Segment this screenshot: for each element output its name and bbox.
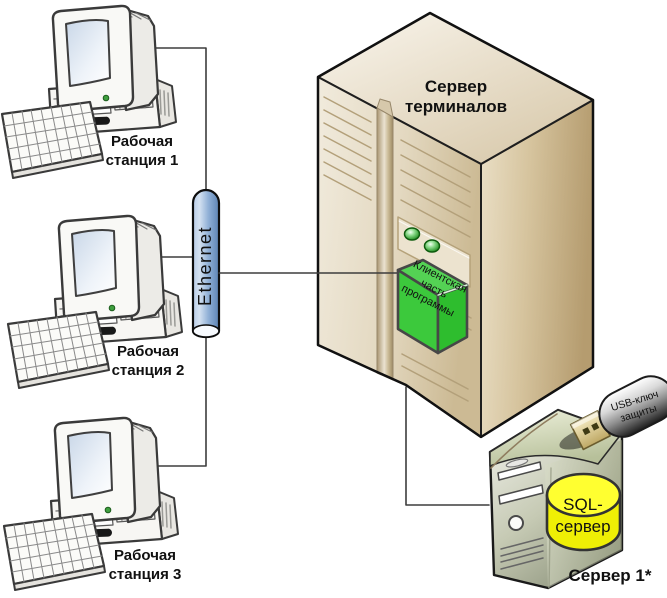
connector-ws3-ethernet — [154, 336, 207, 467]
tower-vents-left — [323, 96, 372, 201]
groove — [376, 107, 394, 381]
terminal-server-label-line1: Сервер — [425, 77, 487, 96]
connector-ws1-ethernet — [149, 47, 207, 190]
workstation-2-label-line2: станция 2 — [112, 362, 185, 379]
terminal-server-label-line2: терминалов — [405, 97, 507, 116]
workstation-1-label-line1: Рабочая — [111, 133, 173, 150]
ethernet-label: Ethernet — [195, 226, 215, 306]
connector-lines — [149, 47, 490, 506]
workstation-1-label-line2: станция 1 — [106, 152, 179, 169]
usb-key-icon: USB-ключ защиты — [559, 375, 667, 451]
usb-body — [598, 375, 667, 438]
ethernet-bus-icon: Ethernet — [191, 188, 221, 339]
sql-label-line1: SQL- — [563, 495, 603, 514]
sql-database-icon: SQL- сервер — [545, 472, 622, 552]
sql-label-line2: сервер — [555, 517, 610, 536]
led-1 — [403, 227, 421, 241]
workstation-3-label-line2: станция 3 — [109, 566, 182, 583]
server1-vents — [500, 537, 544, 570]
workstation-2-label-line1: Рабочая — [117, 343, 179, 360]
connector-terminal-server1 — [405, 386, 490, 506]
workstation-3-icon — [2, 416, 180, 592]
client-software-box — [396, 258, 469, 355]
led-2 — [423, 239, 441, 253]
server1-slot-1 — [497, 461, 542, 481]
server1-label: Сервер 1* — [569, 566, 652, 585]
workstation-3-label-line1: Рабочая — [114, 547, 176, 564]
server1-slot-2 — [498, 484, 544, 505]
labels: Рабочая станция 1 Рабочая станция 2 Рабо… — [106, 77, 652, 585]
server1-power-button — [508, 515, 524, 531]
